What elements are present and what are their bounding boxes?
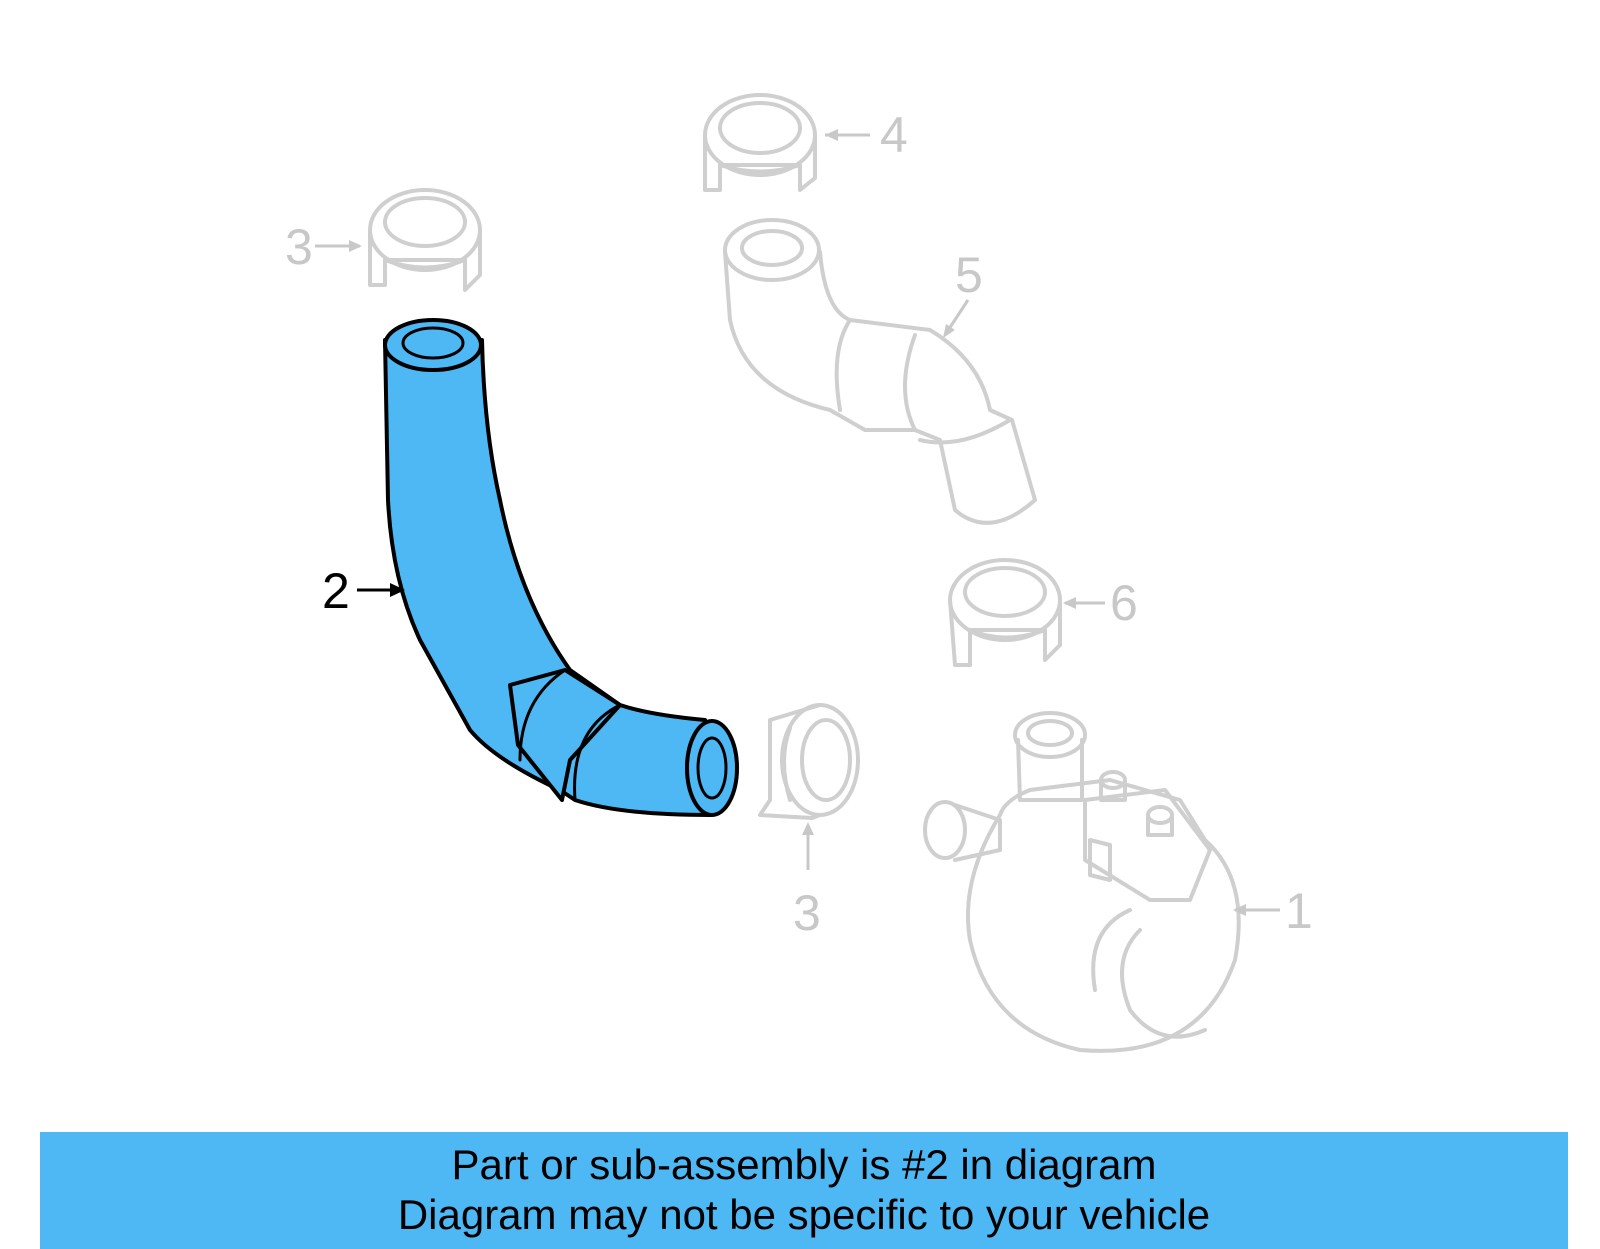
part-5-clamp[interactable] [703, 93, 817, 192]
part-6-clamp[interactable] [948, 558, 1062, 667]
callout-5: 4 [825, 107, 908, 163]
callout-4: 5 [943, 247, 983, 338]
part-3-clamp-top[interactable] [368, 188, 482, 292]
svg-text:4: 4 [880, 107, 908, 163]
svg-text:5: 5 [955, 247, 983, 303]
parts-diagram: 4 3 5 6 [285, 93, 1313, 1053]
part-2-hose-highlighted[interactable] [383, 318, 739, 817]
callout-1: 1 [1233, 883, 1313, 939]
svg-text:2: 2 [322, 563, 350, 619]
callout-6: 6 [1063, 575, 1138, 631]
svg-text:6: 6 [1110, 575, 1138, 631]
svg-text:1: 1 [1285, 883, 1313, 939]
part-1-pump[interactable] [923, 711, 1241, 1053]
svg-text:3: 3 [285, 219, 313, 275]
svg-text:3: 3 [793, 885, 821, 941]
callout-2: 2 [322, 563, 405, 619]
banner-line-1: Part or sub-assembly is #2 in diagram [451, 1141, 1157, 1188]
info-banner: Part or sub-assembly is #2 in diagram Di… [40, 1132, 1568, 1249]
part-4-hose[interactable] [723, 218, 1037, 525]
callout-3-bottom: 3 [793, 822, 821, 941]
callout-3-top: 3 [285, 219, 362, 275]
banner-line-2: Diagram may not be specific to your vehi… [397, 1191, 1211, 1238]
part-3-clamp-bottom[interactable] [758, 703, 860, 820]
